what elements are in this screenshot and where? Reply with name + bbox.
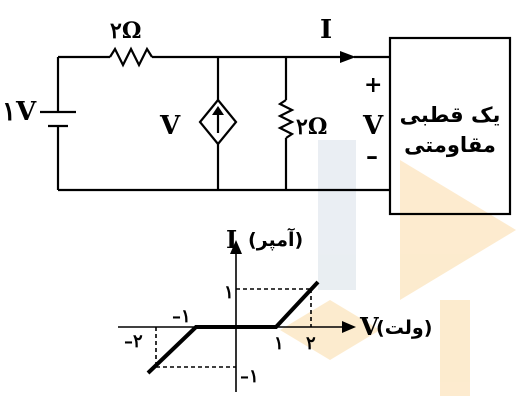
x-tick-neg2: –۲ — [124, 331, 143, 352]
x-axis-arrow — [342, 321, 356, 333]
circuit: ۱V ۲Ω V ۲Ω I + V – یک قطبی مقاومتی — [2, 15, 512, 216]
y-axis-label: I — [226, 225, 237, 254]
y-tick-1: ۱ — [224, 282, 234, 303]
dependent-source-label: V — [159, 111, 181, 141]
x-tick-2: ۲ — [306, 333, 316, 354]
box-label-line1: یک قطبی — [400, 103, 501, 127]
plus-sign: + — [364, 72, 382, 98]
resistive-one-port-box — [388, 36, 512, 216]
terminal-voltage-label: V — [362, 111, 384, 141]
x-tick-neg1: –۱ — [172, 306, 191, 327]
shunt-resistor-label: ۲Ω — [296, 114, 327, 140]
box-label-line2: مقاومتی — [404, 133, 496, 157]
source-voltage-label: ۱V — [2, 97, 37, 127]
y-axis-unit: (آمپر) — [248, 227, 303, 251]
minus-sign: – — [366, 141, 378, 170]
x-tick-1: ۱ — [274, 333, 284, 354]
iv-characteristic — [146, 280, 320, 375]
current-label: I — [320, 15, 332, 45]
current-arrow — [340, 51, 356, 63]
x-axis-unit: (ولت) — [376, 317, 432, 339]
watermark — [280, 140, 516, 396]
x-axis-label: V — [359, 312, 379, 341]
shunt-resistor — [277, 99, 295, 139]
series-resistor — [109, 46, 153, 68]
series-resistor-label: ۲Ω — [110, 18, 141, 44]
y-axis-arrow — [230, 240, 242, 254]
iv-graph: I (آمپر) V (ولت) –۲ –۱ ۱ ۲ ۱ –۱ — [118, 225, 432, 392]
y-tick-neg1: –۱ — [240, 366, 259, 387]
